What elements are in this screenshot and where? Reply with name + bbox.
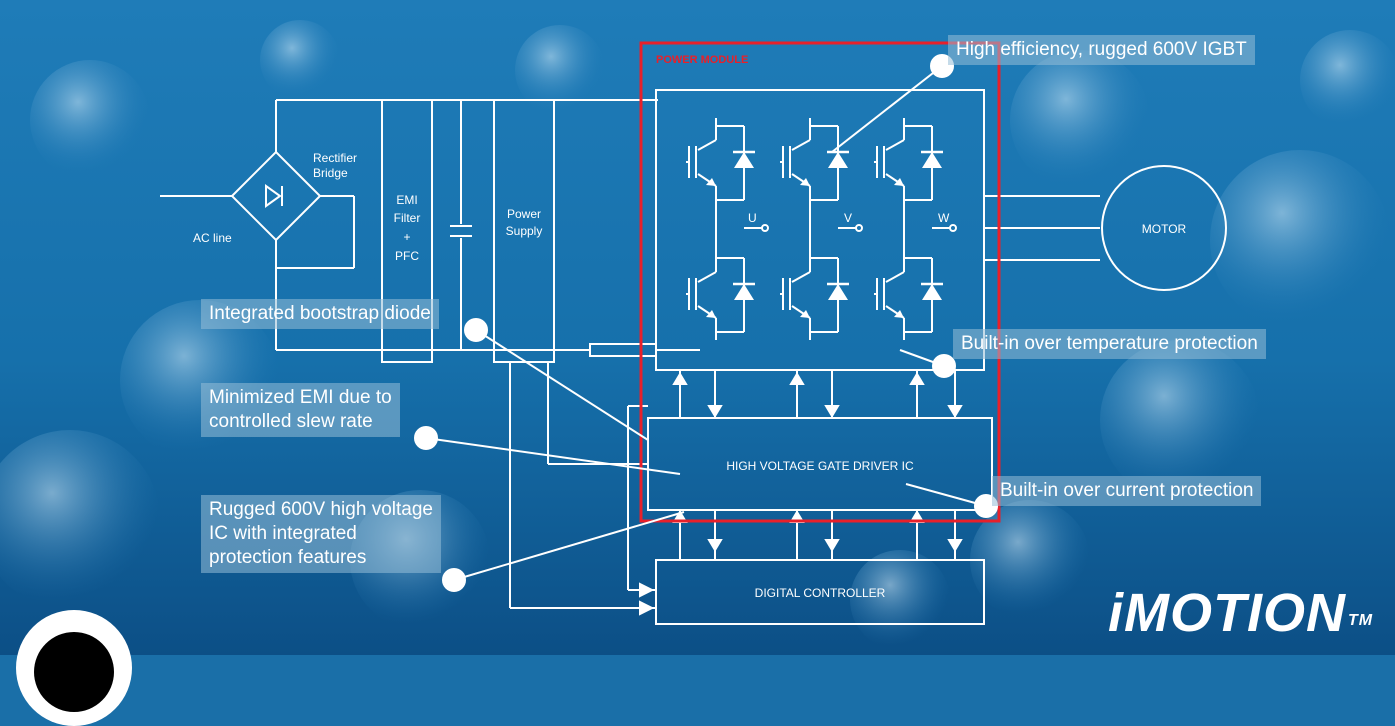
power-module-label: POWER MODULE: [656, 54, 748, 66]
emi-label-4: PFC: [395, 249, 419, 263]
ac-line-label: AC line: [193, 231, 232, 245]
callout-rugged-line-2: IC with integrated: [209, 522, 433, 546]
callout-rugged-line-3: protection features: [209, 546, 433, 570]
emi-label-3: +: [403, 230, 410, 244]
callout-minimized-emi: Minimized EMI due to controlled slew rat…: [201, 383, 400, 437]
corner-badge: [16, 610, 132, 726]
digital-controller-label: DIGITAL CONTROLLER: [755, 586, 886, 600]
callout-emi-line-1: Minimized EMI due to: [209, 386, 392, 410]
callout-igbt: High efficiency, rugged 600V IGBT: [948, 35, 1255, 65]
power-supply-label-2: Supply: [506, 224, 543, 238]
emi-label-1: EMI: [396, 193, 417, 207]
phase-v-label: V: [844, 211, 852, 225]
callout-rugged-ic: Rugged 600V high voltage IC with integra…: [201, 495, 441, 573]
callout-over-current: Built-in over current protection: [992, 476, 1261, 506]
phase-w-label: W: [938, 211, 950, 225]
motor-label: MOTOR: [1142, 222, 1187, 236]
rectifier-label-1: Rectifier: [313, 151, 357, 165]
gate-driver-label: HIGH VOLTAGE GATE DRIVER IC: [726, 459, 914, 473]
callout-emi-line-2: controlled slew rate: [209, 410, 392, 434]
phase-u-label: U: [748, 211, 757, 225]
logo-brand: iMOTION: [1108, 583, 1346, 643]
emi-label-2: Filter: [394, 211, 421, 225]
logo-trademark: TM: [1348, 612, 1373, 629]
callout-rugged-line-1: Rugged 600V high voltage: [209, 498, 433, 522]
power-supply-label-1: Power: [507, 207, 541, 221]
rectifier-label-2: Bridge: [313, 166, 348, 180]
callout-bootstrap-diode: Integrated bootstrap diode: [201, 299, 439, 329]
callout-over-temperature: Built-in over temperature protection: [953, 329, 1266, 359]
